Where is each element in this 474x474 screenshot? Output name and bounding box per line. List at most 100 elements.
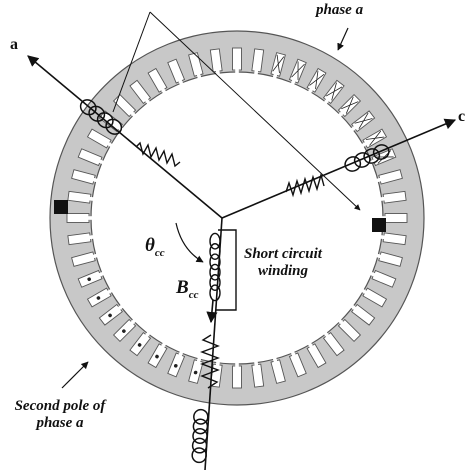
- b-subscript: cc: [188, 288, 199, 301]
- terminal-right: [372, 218, 386, 232]
- stator-slot: [380, 232, 407, 246]
- short-circuit-line2: winding: [257, 262, 308, 279]
- slot-dot-mark: [155, 354, 159, 359]
- stator-slot: [77, 269, 104, 288]
- slot-cross-mark: [291, 61, 305, 80]
- coil-loop: [193, 408, 209, 425]
- coil-b: [191, 408, 209, 464]
- coil-loop: [209, 232, 221, 250]
- resistor-c: [285, 172, 325, 198]
- short-circuit-loop: [216, 229, 237, 311]
- stator-slot: [270, 357, 286, 384]
- terminal-left: [54, 200, 68, 214]
- coil-loop: [191, 447, 207, 464]
- coil-loop: [209, 243, 221, 260]
- slot-dot-mark: [193, 370, 198, 375]
- phase-top-pointer: [337, 27, 349, 51]
- stator-slot: [67, 190, 94, 204]
- coil-loop: [96, 112, 114, 129]
- coil-a: [79, 99, 123, 135]
- second-pole-pointer: [61, 361, 89, 389]
- coil-loop: [192, 418, 209, 435]
- second-pole-label: Second pole of phase a: [0, 398, 120, 431]
- coil-short-circuit: [209, 232, 221, 302]
- stator-slot: [370, 269, 397, 288]
- b-cc-label: Bcc: [176, 277, 199, 301]
- stator-slot: [71, 169, 98, 185]
- stator-slot: [232, 363, 242, 389]
- stator-slot: [86, 287, 113, 308]
- slot-dot-mark: [87, 277, 91, 282]
- stator-slot: [98, 303, 124, 326]
- coil-loop: [372, 144, 390, 160]
- axis-c: [221, 118, 457, 219]
- stator-slot: [270, 52, 286, 79]
- slot-dot-mark: [96, 296, 101, 300]
- slot-dot-mark: [137, 343, 142, 347]
- stator-slot: [167, 351, 186, 378]
- coil-loop: [191, 437, 208, 454]
- coil-c: [344, 144, 390, 172]
- slot-cross-mark: [325, 82, 343, 101]
- axis-a-label: a: [10, 36, 18, 53]
- slot-dot-mark: [122, 329, 126, 333]
- theta-cc-label: θcc: [145, 235, 165, 259]
- slot-cross-mark: [272, 54, 285, 74]
- stator-slot: [209, 48, 223, 75]
- stator-slot: [129, 331, 152, 357]
- slot-cross-mark: [365, 130, 385, 146]
- stator-slot: [129, 79, 152, 105]
- coil-loop: [105, 118, 123, 135]
- stator-slot: [288, 351, 307, 378]
- theta-symbol: θ: [145, 235, 155, 256]
- theta-subscript: cc: [154, 246, 165, 259]
- stator-slot: [380, 190, 407, 204]
- stator-slot: [77, 148, 104, 167]
- stator-slot: [350, 110, 376, 133]
- stator-slot: [337, 93, 362, 118]
- stator-slot: [188, 357, 204, 384]
- stator-slot: [306, 67, 327, 94]
- stator-slot: [112, 93, 137, 118]
- coil-loop: [209, 274, 221, 291]
- axis-c-label: c: [458, 108, 466, 125]
- stator-slot: [147, 67, 168, 94]
- stator-slot: [232, 47, 242, 73]
- resistor-b: [200, 334, 220, 389]
- coil-loop: [79, 99, 97, 116]
- slot-dot-mark: [108, 313, 112, 318]
- coil-loop: [353, 152, 371, 168]
- coil-loop: [209, 253, 221, 271]
- stator-slot: [337, 318, 362, 343]
- second-pole-line1: Second pole of: [14, 398, 106, 414]
- short-circuit-label: Short circuit winding: [244, 246, 322, 279]
- pointer-line-left: [112, 11, 151, 113]
- resistor-a: [135, 141, 181, 168]
- stator-slot: [322, 331, 345, 357]
- stator-slot: [306, 342, 327, 369]
- pointer-line-right: [149, 11, 361, 211]
- stator-slot: [147, 342, 168, 369]
- stator-slot: [188, 52, 204, 79]
- stator-slot: [67, 232, 94, 246]
- stator-slots: [66, 47, 408, 389]
- stator-slot: [361, 128, 388, 149]
- coil-loop: [209, 263, 221, 281]
- stator-slot: [167, 58, 186, 85]
- stator-slot: [251, 48, 265, 75]
- stator-slot: [112, 318, 137, 343]
- coil-loop: [88, 105, 106, 122]
- axis-a: [27, 55, 223, 219]
- stator-slot: [322, 79, 345, 105]
- slot-cross-mark: [309, 70, 325, 90]
- coil-loop: [363, 148, 381, 164]
- stator-slot: [66, 213, 92, 223]
- b-symbol: B: [176, 277, 189, 298]
- theta-arc: [175, 222, 204, 263]
- slot-dot-mark: [173, 364, 178, 368]
- stator-slot: [86, 128, 113, 149]
- second-pole-line2: phase a: [36, 414, 84, 431]
- b-cc-arrow: [206, 299, 218, 324]
